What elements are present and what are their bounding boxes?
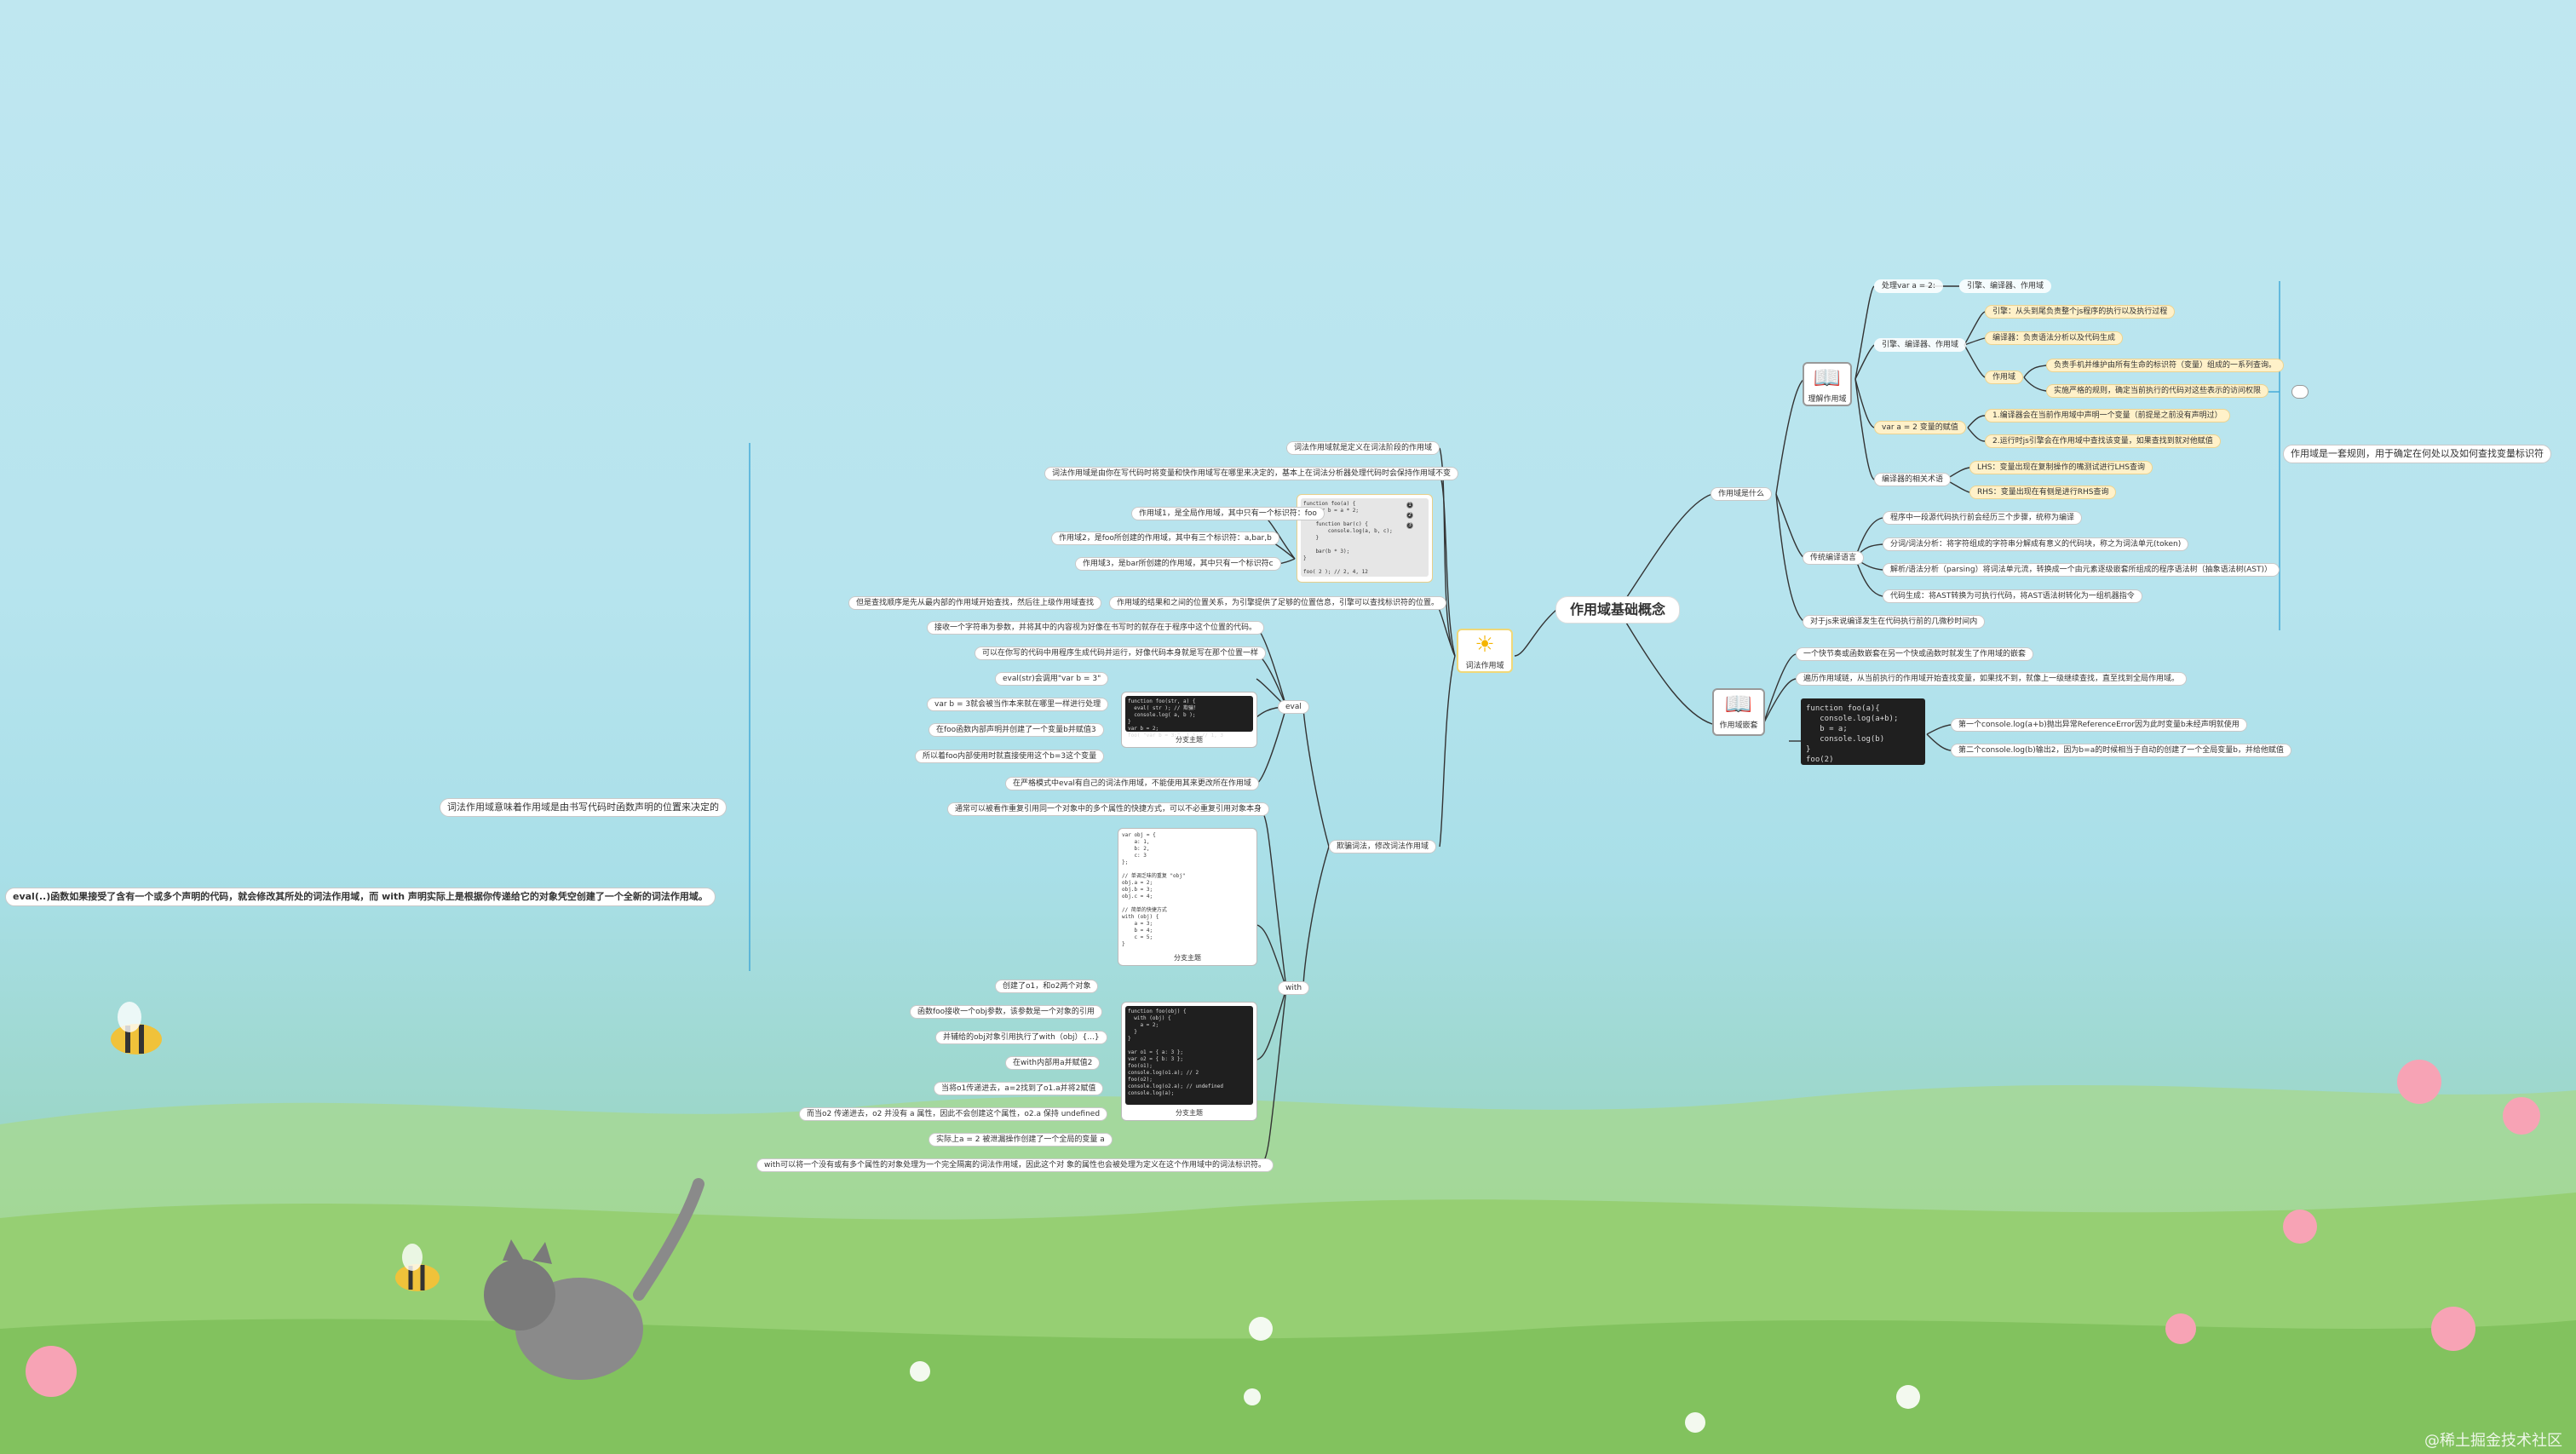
topic-understand-scope[interactable]: 📖 理解作用域 xyxy=(1803,362,1852,406)
code-block-foo-ab: function foo(a){ console.log(a+b); b = a… xyxy=(1801,698,1925,765)
node-eval-2[interactable]: 可以在你写的代码中用程序生成代码并运行，好像代码本身就是写在那个位置一样 xyxy=(975,647,1267,660)
node-eval-7[interactable]: 在严格模式中eval有自己的词法作用域，不能使用其来更改所在作用域 xyxy=(1005,777,1259,790)
node-far-left-1[interactable]: 词法作用域意味着作用域是由书写代码时函数声明的位置来决定的 xyxy=(440,798,727,817)
node-scope-2[interactable]: 作用域2，是foo所创建的作用域，其中有三个标识符：a,bar,b xyxy=(1051,532,1279,545)
node-js-compile-time[interactable]: 对于js来说编译发生在代码执行前的几微秒时间内 xyxy=(1803,615,1986,629)
badge-3: 3 xyxy=(1406,522,1413,529)
node-handle-var-value[interactable]: 引擎、编译器、作用域 xyxy=(1959,279,2052,293)
topic-understand-scope-label: 理解作用域 xyxy=(1808,395,1847,404)
bee-icon xyxy=(111,1002,162,1055)
node-with-7[interactable]: 实际上a = 2 被泄漏操作创建了一个全局的变量 a xyxy=(929,1133,1113,1147)
node-with-4[interactable]: 在with内部用a并赋值2 xyxy=(1005,1056,1101,1070)
node-var-assign[interactable]: var a = 2 变量的赋值 xyxy=(1874,421,1966,434)
book-icon: 📖 xyxy=(1724,692,1753,717)
code-card-with-obj: var obj = { a: 1, b: 2, c: 3 }; // 单调乏味的… xyxy=(1118,828,1257,966)
node-with-0[interactable]: 通常可以被看作重复引用同一个对象中的多个属性的快捷方式，可以不必重复引用对象本身 xyxy=(947,802,1270,816)
node-eval-4[interactable]: var b = 3就会被当作本来就在哪里一样进行处理 xyxy=(927,698,1109,711)
node-scope-d1[interactable]: 负责手机并维护由所有生命的标识符（变量）组成的一系列查询。 xyxy=(2046,359,2285,372)
code-text: function foo(str, a) { eval( str ); // 欺… xyxy=(1128,698,1223,738)
node-lexical-desc[interactable]: 词法作用域是由你在写代码时将变量和快作用域写在哪里来决定的，基本上在词法分析器处… xyxy=(1044,467,1459,480)
node-with-3[interactable]: 并辅给的obj对象引用执行了with（obj）{...} xyxy=(935,1031,1107,1044)
node-with-5[interactable]: 当将o1传递进去，a=2找到了o1.a并将2赋值 xyxy=(934,1082,1104,1095)
node-lexical-rule1[interactable]: 作用域的结果和之间的位置关系，为引擎提供了足够的位置信息，引擎可以查找标识符的位… xyxy=(1109,596,1447,610)
node-compile-3[interactable]: 解析/语法分析（parsing）将词法单元流，转换成一个由元素逐级嵌套所组成的程… xyxy=(1883,563,2280,577)
node-compiler[interactable]: 编译器：负责语法分析以及代码生成 xyxy=(1985,331,2124,345)
code-caption: 分支主题 xyxy=(1176,1109,1203,1117)
node-actors[interactable]: 引擎、编译器、作用域 xyxy=(1874,338,1967,352)
node-nested-1[interactable]: 一个快节奏或函数嵌套在另一个快或函数时就发生了作用域的嵌套 xyxy=(1796,647,2034,661)
node-handle-var[interactable]: 处理var a = 2: xyxy=(1874,279,1943,293)
node-compile-lang[interactable]: 传统编译语言 xyxy=(1803,551,1865,565)
node-lhs[interactable]: LHS：变量出现在复制操作的嘴测试进行LHS查询 xyxy=(1969,461,2153,474)
node-lexical-def[interactable]: 词法作用域就是定义在词法阶段的作用域 xyxy=(1286,441,1440,455)
node-far-left-2[interactable]: eval(..)函数如果接受了含有一个或多个声明的代码，就会修改其所处的词法作用… xyxy=(5,888,716,906)
node-eval-6[interactable]: 所以着foo内部使用时就直接使用这个b=3这个变量 xyxy=(915,750,1105,763)
code-text: function foo(a) { var b = a * 2; functio… xyxy=(1303,501,1393,575)
node-scope[interactable]: 作用域 xyxy=(1985,371,2024,384)
node-with-6[interactable]: 而当o2 传递进去，o2 并没有 a 属性，因此不会创建这个属性，o2.a 保持… xyxy=(799,1107,1108,1121)
badge-1: 1 xyxy=(1406,502,1413,509)
code-card-with-foo: function foo(obj) { with (obj) { a = 2; … xyxy=(1121,1002,1257,1121)
topic-nested-scope[interactable]: 📖 作用域嵌套 xyxy=(1712,688,1765,736)
node-eval[interactable]: eval xyxy=(1278,700,1309,714)
node-terms[interactable]: 编译器的相关术语 xyxy=(1874,473,1952,486)
node-scope-1[interactable]: 作用域1，是全局作用域，其中只有一个标识符：foo xyxy=(1131,507,1325,520)
collapse-toggle[interactable] xyxy=(2291,385,2309,399)
node-eval-1[interactable]: 接收一个字符串为参数，并将其中的内容视为好像在书写时的就存在于程序中这个位置的代… xyxy=(927,621,1265,635)
node-with[interactable]: with xyxy=(1278,981,1310,995)
flower-icon xyxy=(26,1060,2540,1397)
node-with-2[interactable]: 函数foo接收一个obj参数，该参数是一个对象的引用 xyxy=(910,1005,1102,1019)
code-caption: 分支主题 xyxy=(1176,736,1203,744)
code-caption: 分支主题 xyxy=(1174,954,1201,962)
node-scope-d2[interactable]: 实施严格的规则，确定当前执行的代码对这些表示的访问权限 xyxy=(2046,384,2269,398)
node-compile-2[interactable]: 分词/词法分析：将字符组成的字符串分解成有意义的代码块，称之为词法单元(toke… xyxy=(1883,537,2189,551)
book-icon: 📖 xyxy=(1813,365,1842,391)
node-lexical-rule2[interactable]: 但是查找顺序是先从最内部的作用域开始查找，然后往上级作用域查找 xyxy=(848,596,1102,610)
node-with-8[interactable]: with可以将一个没有或有多个属性的对象处理为一个完全隔离的词法作用域，因此这个… xyxy=(756,1158,1274,1172)
node-compile-1[interactable]: 程序中一段源代码执行前会经历三个步骤，统称为编译 xyxy=(1883,511,2083,525)
flower-icon xyxy=(910,1317,1920,1433)
node-var-step2[interactable]: 2.运行时js引擎会在作用域中查找该变量，如果查找到就对他赋值 xyxy=(1985,434,2221,448)
node-scope-3[interactable]: 作用域3，是bar所创建的作用域，其中只有一个标识符c xyxy=(1075,557,1281,571)
root-topic[interactable]: 作用域基础概念 xyxy=(1555,596,1681,624)
topic-lexical-scope[interactable]: ☀ 词法作用域 xyxy=(1457,629,1513,673)
bee-icon xyxy=(395,1244,440,1291)
node-with-1[interactable]: 创建了o1，和o2两个对象 xyxy=(995,980,1099,993)
topic-what-is-scope[interactable]: 作用域是什么 xyxy=(1711,487,1773,501)
topic-nested-scope-label: 作用域嵌套 xyxy=(1719,721,1758,730)
node-compile-4[interactable]: 代码生成：将AST转换为可执行代码，将AST语法树转化为一组机器指令 xyxy=(1883,589,2142,603)
node-nested-e1[interactable]: 第一个console.log(a+b)抛出异常ReferenceError因为此… xyxy=(1951,718,2247,732)
node-cheat-lexical[interactable]: 欺骗词法，修改词法作用域 xyxy=(1329,840,1437,853)
node-rhs[interactable]: RHS：变量出现在有侧是进行RHS查询 xyxy=(1969,486,2117,499)
watermark: @稀土掘金技术社区 xyxy=(2424,1432,2562,1450)
sun-icon: ☀ xyxy=(1475,632,1495,658)
node-nested-2[interactable]: 遍历作用域链，从当前执行的作用域开始查找变量，如果找不到，就像上一级继续查找，直… xyxy=(1796,672,2188,686)
node-var-step1[interactable]: 1.编译器会在当前作用域中声明一个变量（前提是之前没有声明过） xyxy=(1985,409,2230,422)
node-nested-e2[interactable]: 第二个console.log(b)输出2，因为b=a的时候相当于自动的创建了一个… xyxy=(1951,744,2291,757)
code-text: function foo(obj) { with (obj) { a = 2; … xyxy=(1128,1009,1223,1096)
badge-2: 2 xyxy=(1406,512,1413,519)
code-card-eval: function foo(str, a) { eval( str ); // 欺… xyxy=(1121,692,1257,748)
node-scope-summary[interactable]: 作用域是一套规则，用于确定在何处以及如何查找变量标识符 xyxy=(2283,445,2551,463)
code-text: function foo(a){ console.log(a+b); b = a… xyxy=(1806,704,1899,764)
node-eval-3[interactable]: eval(str)会调用"var b = 3" xyxy=(995,672,1109,686)
node-eval-5[interactable]: 在foo函数内部声明并创建了一个变量b并赋值3 xyxy=(929,723,1104,737)
code-text: var obj = { a: 1, b: 2, c: 3 }; // 单调乏味的… xyxy=(1122,832,1186,947)
topic-lexical-scope-label: 词法作用域 xyxy=(1465,662,1504,670)
node-engine[interactable]: 引擎：从头到尾负责整个js程序的执行以及执行过程 xyxy=(1985,305,2176,319)
